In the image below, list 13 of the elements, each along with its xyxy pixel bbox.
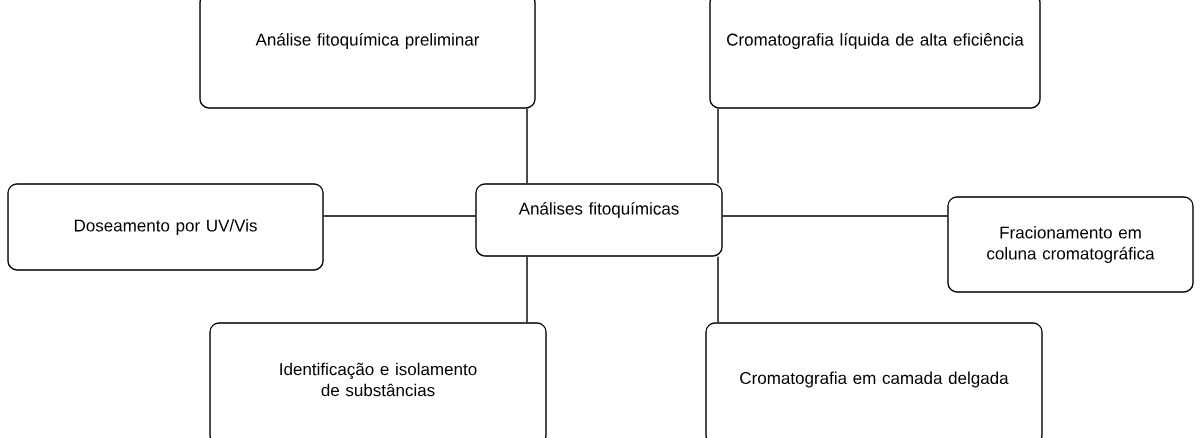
topic-box: Análises fitoquímicas [475,183,723,257]
connector-line [717,256,719,323]
connector-line [526,256,528,323]
connector-line [717,108,719,184]
branch-box: Cromatografia em camada delgada [705,322,1043,438]
branch-box: Identificação e isolamento de substâncias [209,322,547,438]
connector-line [323,215,476,217]
branch-box: Análise fitoquímica preliminar [199,0,536,109]
branch-box: Cromatografia líquida de alta eficiência [709,0,1041,109]
branch-box: Fracionamento em coluna cromatográfica [947,196,1194,293]
connector-line [722,215,948,217]
branch-box: Doseamento por UV/Vis [7,183,324,271]
connector-line [526,108,528,184]
